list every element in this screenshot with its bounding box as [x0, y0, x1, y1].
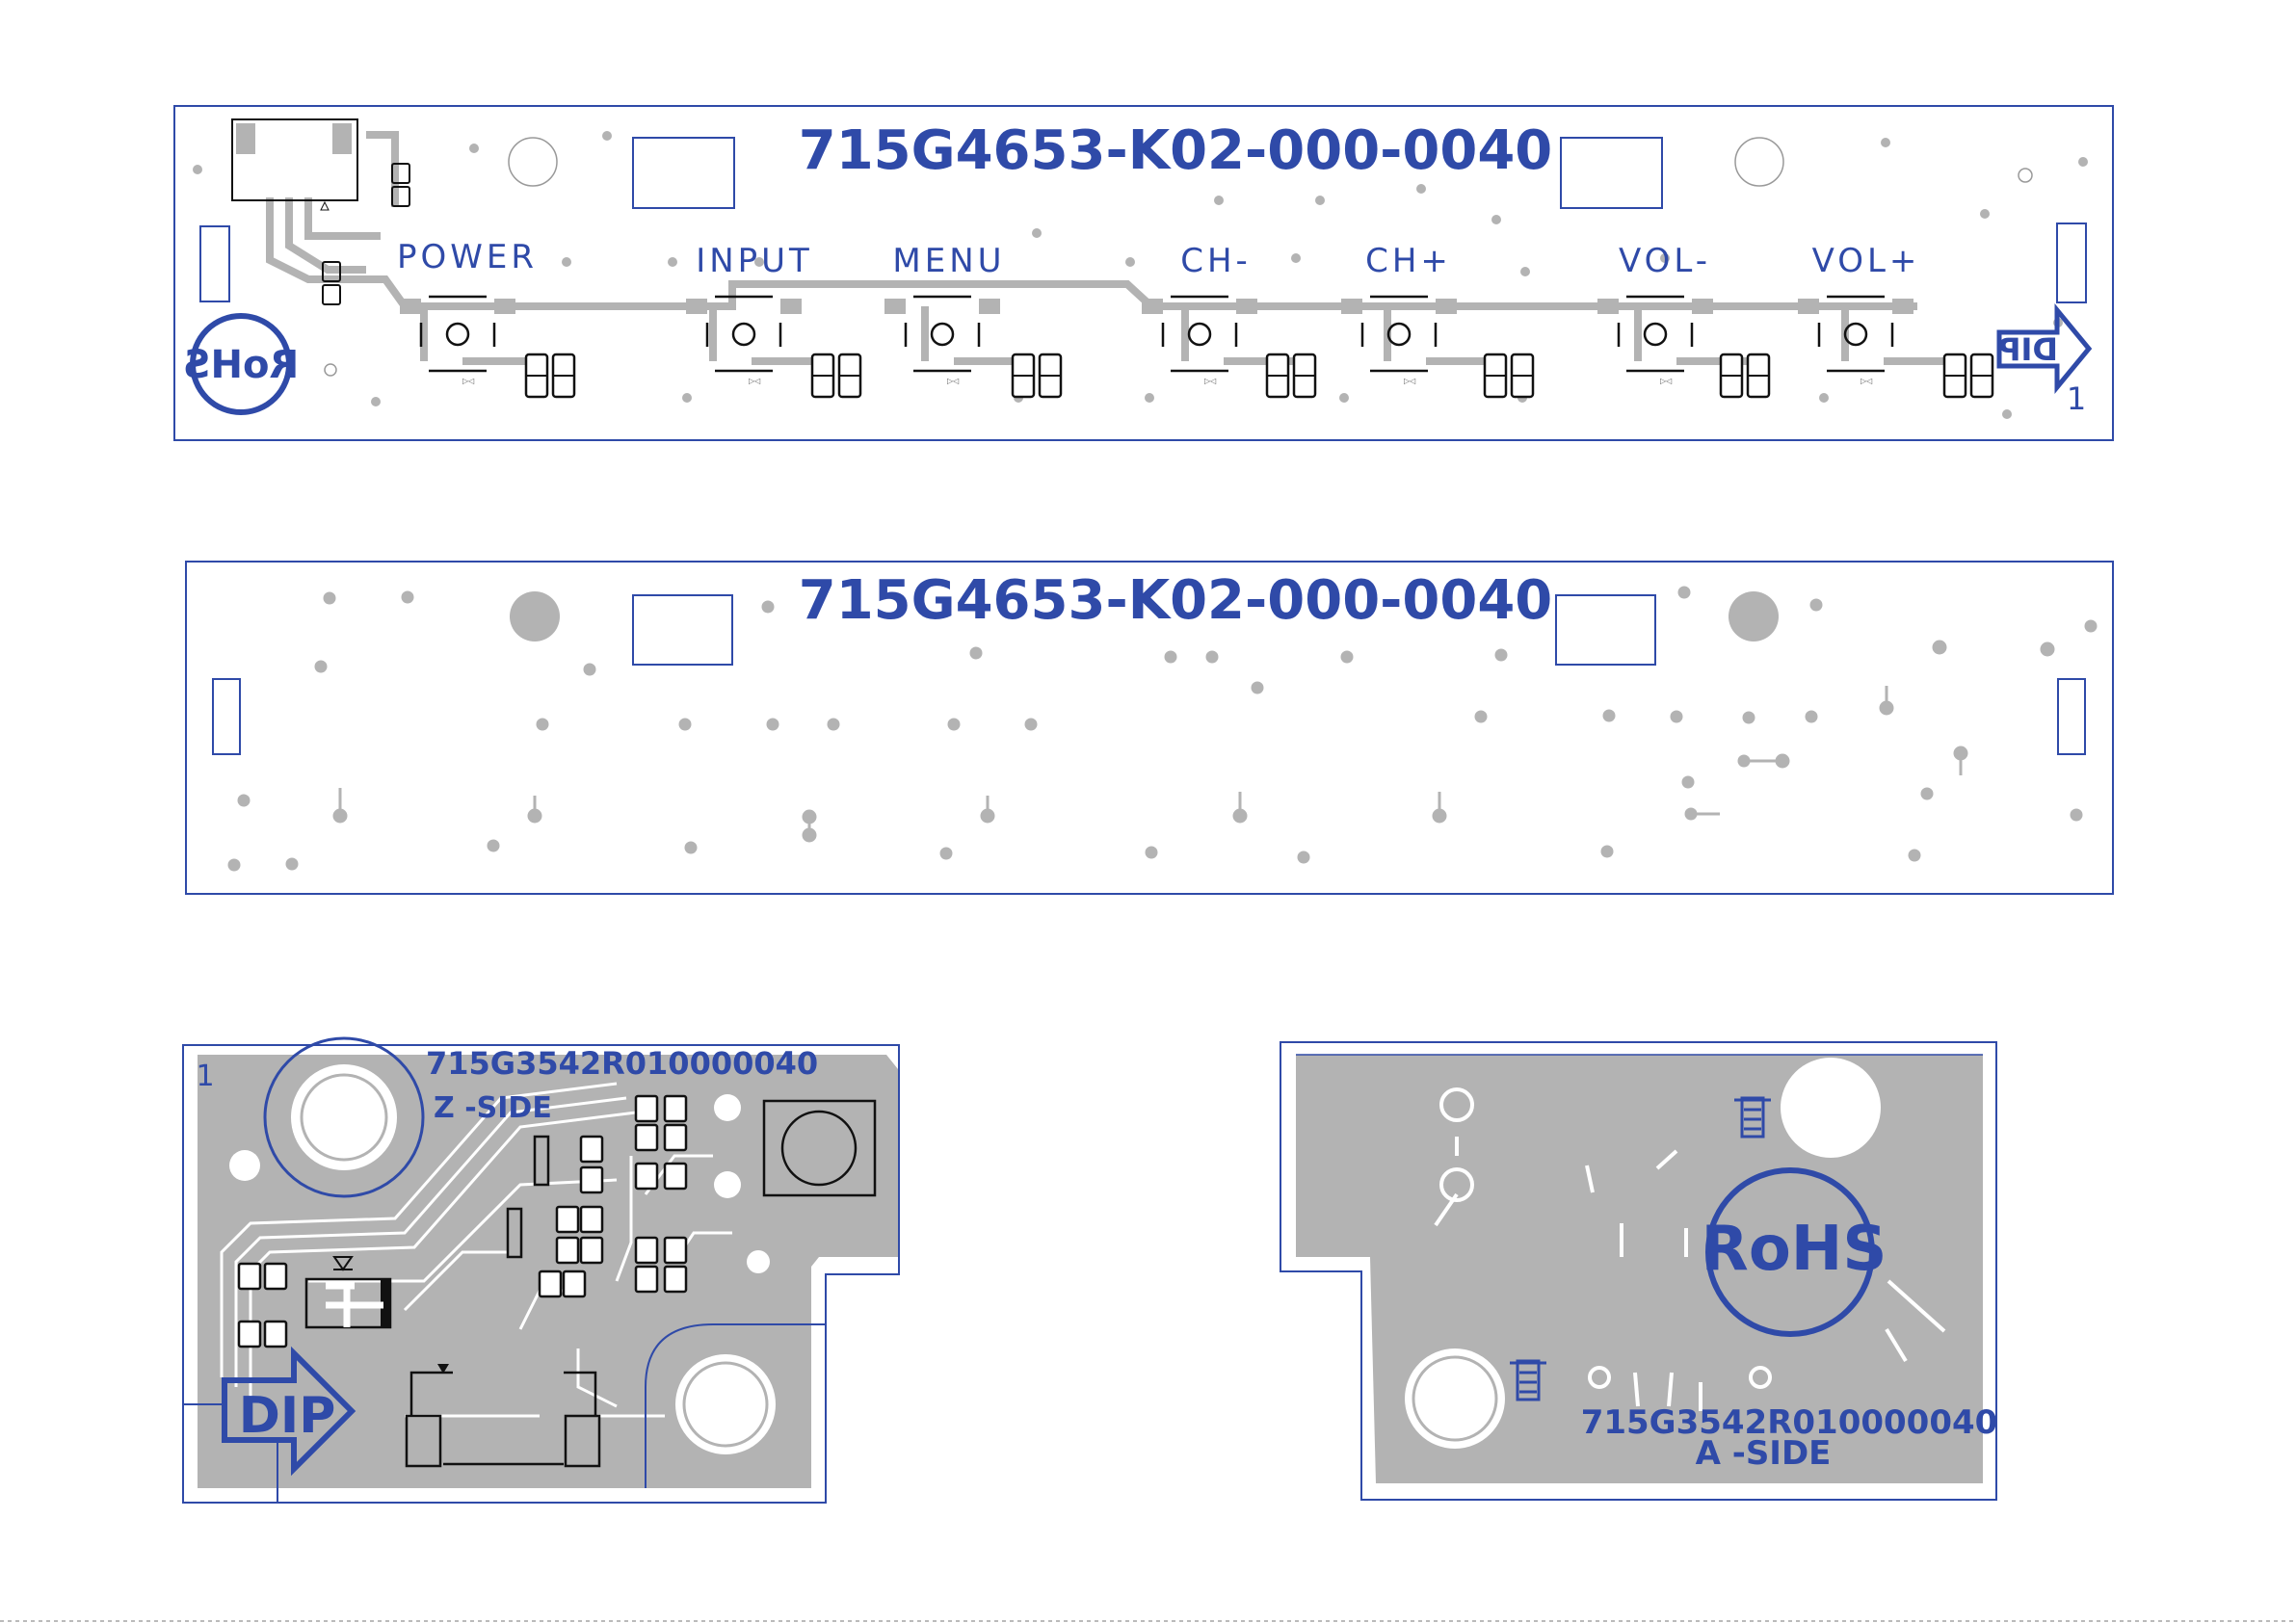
via: [714, 1171, 741, 1198]
switch-pad: [979, 299, 1000, 314]
board-part-number: 715G4653-K02-000-0040: [799, 119, 1553, 182]
connector-pad: [236, 123, 255, 154]
switch-pad: [400, 299, 421, 314]
key-label-vol-minus: VOL-: [1619, 242, 1711, 280]
side-label: A -SIDE: [1696, 1434, 1832, 1473]
rohs-text: RoHS: [183, 343, 300, 387]
switch-marker: ▷◁: [1660, 377, 1672, 385]
pin1-label: 1: [2067, 380, 2086, 417]
switch-pad: [780, 299, 802, 314]
smd-pad: [265, 1322, 286, 1347]
mounting-hole: [1781, 1058, 1881, 1158]
board-part-number: 715G3542R010000040: [426, 1045, 818, 1082]
switch-pad: [1597, 299, 1619, 314]
switch-pad: [1236, 299, 1257, 314]
dip-text: DIP: [1998, 331, 2058, 368]
side-label: Z -SIDE: [434, 1091, 552, 1125]
switch-pad: [494, 299, 515, 314]
key-label-ch-plus: CH+: [1365, 242, 1452, 280]
small-board-z-side: DIP 1 715G3542R010000040 Z -SIDE: [183, 1038, 899, 1503]
switch-marker: ▷◁: [462, 377, 474, 385]
pin1-label: 1: [196, 1060, 214, 1093]
mounting-hole: [510, 591, 560, 641]
smd-pad: [581, 1167, 602, 1192]
smd-pad: [581, 1207, 602, 1232]
dip-text: DIP: [239, 1387, 336, 1445]
switch-marker: ▷◁: [947, 377, 959, 385]
smd-pad: [665, 1238, 686, 1263]
key-board-bottom: 715G4653-K02-000-0040: [186, 562, 2113, 894]
diode: [535, 1137, 548, 1185]
smd-pad: [636, 1125, 657, 1150]
board-part-number: 715G4653-K02-000-0040: [799, 569, 1553, 632]
rohs-text: RoHS: [1702, 1214, 1887, 1285]
mounting-hole: [1405, 1348, 1505, 1449]
smd-pad: [239, 1264, 260, 1289]
switch-marker: ▷◁: [749, 377, 760, 385]
mounting-hole: [294, 1067, 394, 1167]
smd-pad: [265, 1264, 286, 1289]
key-label-input: INPUT: [696, 242, 813, 280]
mounting-hole: [675, 1354, 776, 1454]
via: [747, 1250, 770, 1273]
smd-pad: [557, 1238, 578, 1263]
via: [229, 1150, 260, 1181]
smd-pad: [636, 1267, 657, 1292]
mounting-hole: [1729, 591, 1779, 641]
switch-pad: [1341, 299, 1362, 314]
small-board-a-side: RoHS 715G3542R010000040 A -SIDE: [1280, 1042, 1997, 1500]
key-label-ch-minus: CH-: [1180, 242, 1252, 280]
key-label-power: POWER: [397, 238, 538, 276]
switch-pad: [1692, 299, 1713, 314]
switch-pad: [1436, 299, 1457, 314]
smd-pad: [239, 1322, 260, 1347]
switch-pad: [1892, 299, 1913, 314]
smd-pad: [581, 1238, 602, 1263]
smd-pad: [557, 1207, 578, 1232]
smd-pad: [636, 1164, 657, 1189]
key-label-menu: MENU: [892, 242, 1005, 280]
smd-pad: [540, 1271, 561, 1296]
diode: [508, 1209, 521, 1257]
switch-marker: ▷◁: [1404, 377, 1415, 385]
smd-pad: [564, 1271, 585, 1296]
switch-marker: ▷◁: [1861, 377, 1872, 385]
smd-pad: [581, 1137, 602, 1162]
smd-pad: [665, 1096, 686, 1121]
smd-pad: [665, 1125, 686, 1150]
smd-pad: [636, 1238, 657, 1263]
connector-pad: [332, 123, 352, 154]
switch-pad: [1142, 299, 1163, 314]
switch-marker: ▷◁: [1204, 377, 1216, 385]
switch-pad: [686, 299, 707, 314]
switch-pad: [884, 299, 906, 314]
smd-pad: [665, 1164, 686, 1189]
via: [714, 1094, 741, 1121]
smd-pad: [665, 1267, 686, 1292]
smd-pad: [636, 1096, 657, 1121]
key-label-vol-plus: VOL+: [1812, 242, 1921, 280]
switch-pad: [1798, 299, 1819, 314]
key-board-top: 715G4653-K02-000-0040 POWER INPUT MENU C…: [174, 106, 2113, 440]
